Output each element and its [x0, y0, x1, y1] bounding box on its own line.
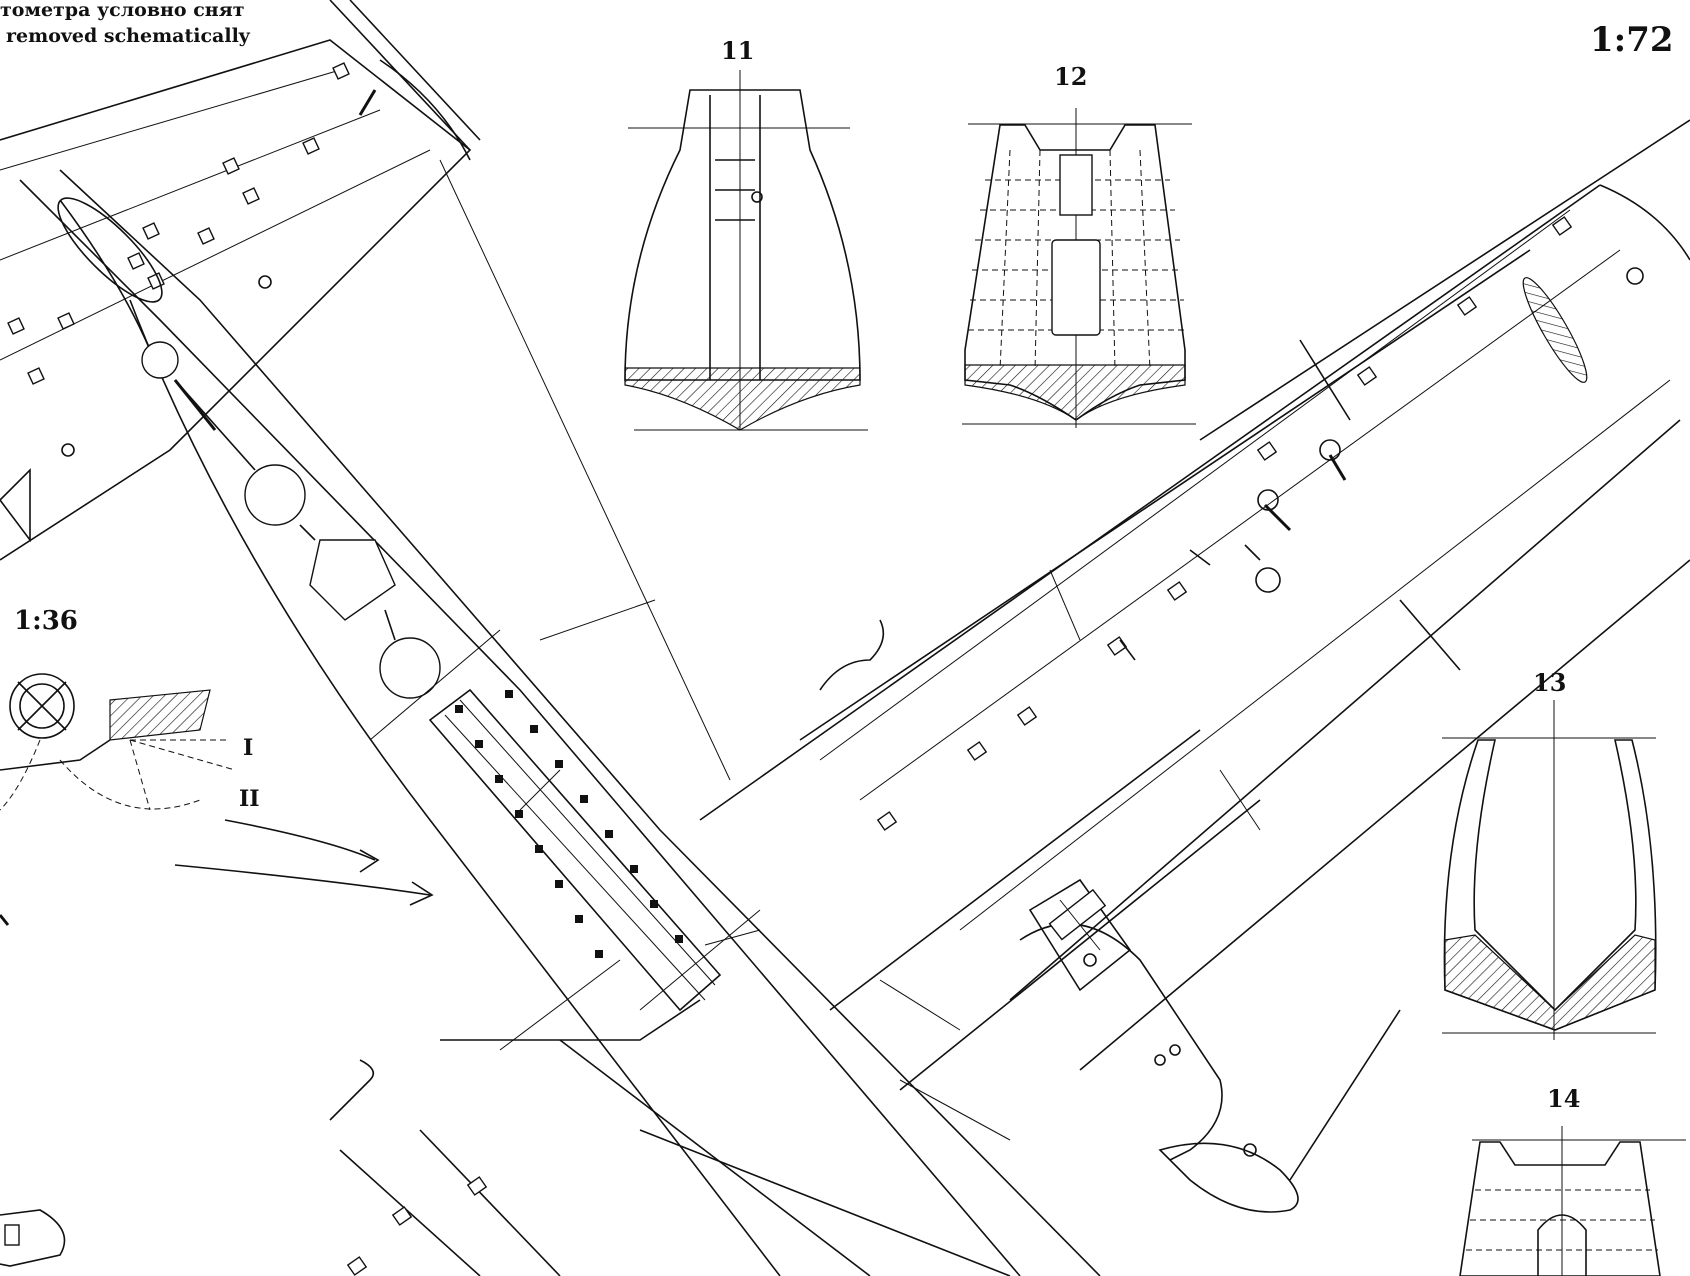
scale-detail-label: 1:36: [14, 606, 78, 636]
note-line-english: removed schematically: [6, 25, 250, 47]
right-wing: [699, 119, 1690, 1071]
left-wing-upper: [0, 0, 481, 561]
section-14: [1459, 1126, 1686, 1276]
section-13: [1442, 700, 1657, 1040]
position-II-label: II: [239, 786, 260, 812]
scale-main-label: 1:72: [1590, 20, 1674, 60]
nose-detail: [0, 914, 66, 1267]
detail-1-36: [0, 673, 434, 906]
section-12-label: 12: [1054, 62, 1088, 91]
rivet-row: [455, 690, 683, 958]
section-13-label: 13: [1533, 668, 1567, 697]
section-11-label: 11: [721, 36, 755, 65]
lower-fuselage: [329, 729, 1401, 1276]
section-12: [962, 108, 1196, 428]
position-I-label: I: [243, 735, 254, 761]
fuselage-boom: [19, 159, 1101, 1276]
section-11: [624, 70, 868, 431]
note-line-russian: тометра условно снят: [0, 0, 245, 21]
section-14-label: 14: [1547, 1084, 1581, 1113]
